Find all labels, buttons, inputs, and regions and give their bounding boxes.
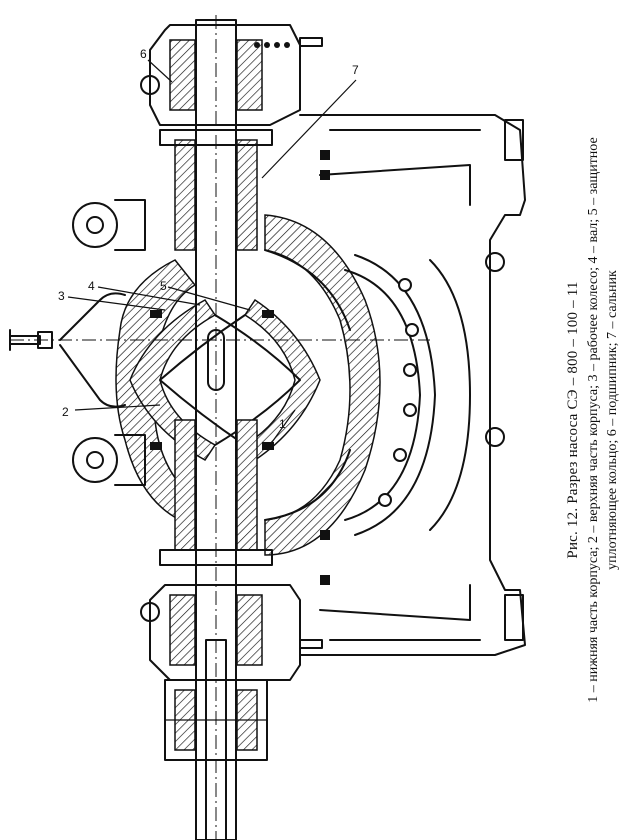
pump-base-frame	[299, 114, 526, 656]
callout-3: 3	[58, 289, 166, 311]
lifting-eye-top	[72, 199, 146, 251]
callout-label: 5	[160, 279, 167, 293]
callout-label: 1	[279, 417, 286, 431]
callout-label: 4	[88, 279, 95, 293]
foundation-bolt-hole-top	[485, 252, 505, 272]
callout-label: 3	[58, 289, 65, 303]
lifting-eye-bottom	[72, 434, 146, 486]
air-vent-valve	[9, 329, 53, 351]
callout-4: 4	[88, 279, 201, 306]
callout-6: 6	[140, 47, 173, 83]
callout-label: 6	[140, 47, 147, 61]
casing-cover-disc	[344, 254, 436, 536]
callout-7: 7	[261, 63, 359, 179]
bearing-cap-bolts	[140, 75, 330, 622]
bearing-housing-upper	[149, 24, 323, 126]
pump-shaft	[10, 15, 430, 840]
gland-seal-upper	[159, 129, 273, 251]
callout-label: 7	[352, 63, 359, 77]
gland-seal-lower	[159, 419, 273, 566]
shaft-coupling	[164, 679, 268, 761]
callout-label: 2	[62, 405, 69, 419]
foundation-bolt-hole-bottom	[485, 427, 505, 447]
volute-casing	[59, 214, 381, 556]
callout-2: 2	[62, 404, 161, 419]
callout-1: 1	[269, 409, 296, 446]
callout-5: 5	[160, 279, 251, 311]
